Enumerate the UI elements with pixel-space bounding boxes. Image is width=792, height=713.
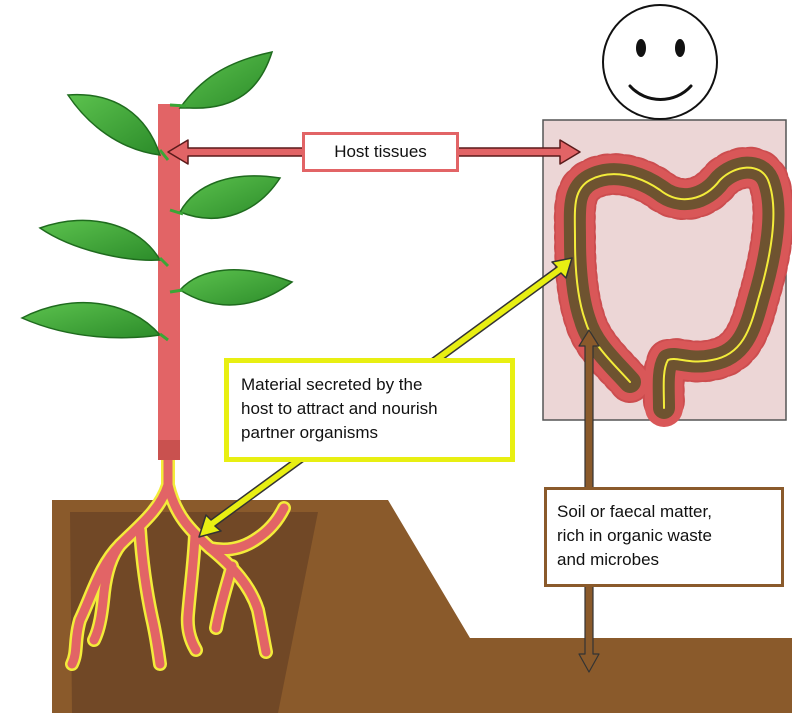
- secreted-line-2: host to attract and nourish: [241, 397, 498, 421]
- secreted-line-3: partner organisms: [241, 421, 498, 445]
- host-tissues-text: Host tissues: [334, 142, 427, 161]
- soil-line-1: Soil or faecal matter,: [557, 500, 771, 524]
- host-tissues-label: Host tissues: [302, 132, 459, 172]
- soil-line-3: and microbes: [557, 548, 771, 572]
- smiley-face-icon: [603, 5, 717, 119]
- plant-leaves: [22, 52, 292, 340]
- secreted-line-1: Material secreted by the: [241, 373, 498, 397]
- soil-label: Soil or faecal matter, rich in organic w…: [544, 487, 784, 587]
- soil-line-2: rich in organic waste: [557, 524, 771, 548]
- secreted-material-label: Material secreted by the host to attract…: [224, 358, 515, 462]
